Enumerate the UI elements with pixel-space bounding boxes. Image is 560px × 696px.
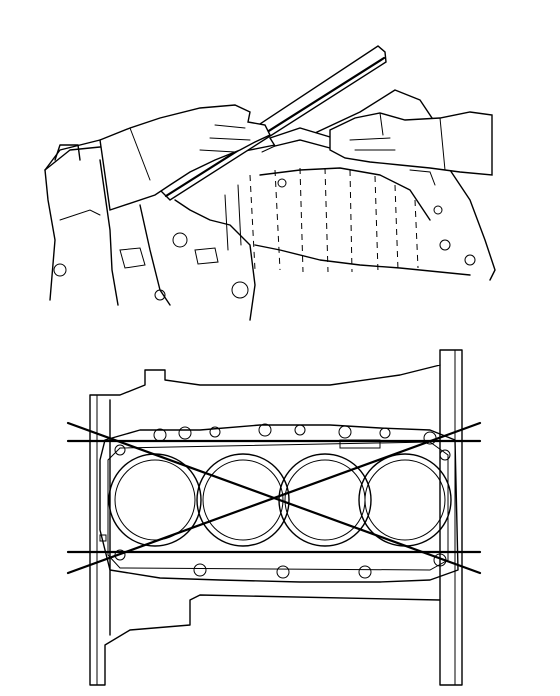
left-hand-icon bbox=[44, 104, 271, 211]
right-hand-icon bbox=[329, 111, 493, 176]
engine-block-perspective bbox=[44, 89, 496, 321]
straightedge-measurement-illustration bbox=[0, 0, 560, 330]
block-outline bbox=[89, 349, 463, 686]
straightedge-feeler-gauge-icon bbox=[44, 45, 496, 321]
block-deck-measurement-diagram bbox=[0, 330, 560, 696]
cylinder-block-deck-icon bbox=[66, 349, 482, 686]
straightedge-tool bbox=[158, 45, 387, 201]
measurement-lines bbox=[66, 421, 482, 575]
cylinder-bores bbox=[108, 453, 452, 547]
measure-line-diagonal-up bbox=[66, 421, 482, 575]
